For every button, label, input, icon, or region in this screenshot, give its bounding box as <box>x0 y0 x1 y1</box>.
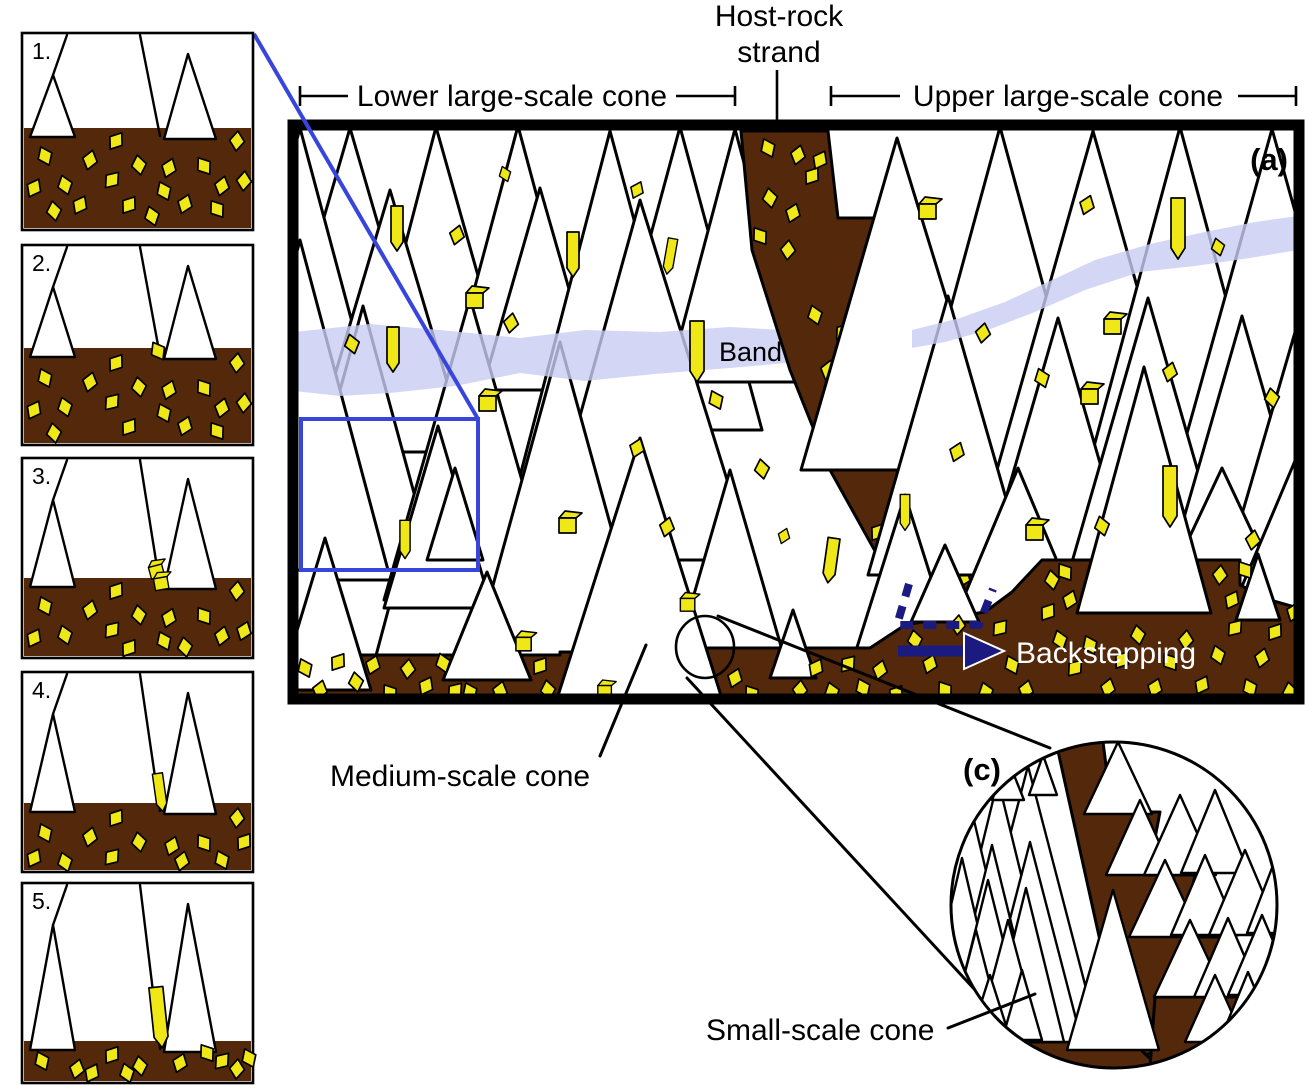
panel-c-label: (c) <box>963 752 1001 787</box>
small-cone-label: Small-scale cone <box>706 1014 934 1047</box>
sequence-step-number: 1. <box>32 38 51 64</box>
backstepping-arrow <box>898 631 1007 671</box>
band-right <box>912 216 1298 348</box>
sequence-panel-4: 4. <box>20 670 257 875</box>
foreground-cones <box>293 365 1282 699</box>
main-panel: Backstepping Band (a) <box>287 119 1305 705</box>
magnifier-connector-line-bottom <box>685 676 990 1006</box>
sequence-step-number: 3. <box>32 463 51 489</box>
upper-cone-bracket: Upper large-scale cone <box>829 80 1298 113</box>
backstepping-dashed-steps <box>891 582 997 629</box>
inset-circle-border <box>949 740 1279 1070</box>
sequence-callout-line <box>252 32 480 421</box>
sequence-inset-rectangle <box>299 417 480 572</box>
medium-cone-leader-line <box>598 643 648 758</box>
sequence-step-number: 5. <box>32 888 51 914</box>
sequence-panel-2: 2. <box>20 243 255 447</box>
backstepping-label: Backstepping <box>1016 637 1196 670</box>
host-rock-strand-label: Host-rock strand <box>715 0 844 148</box>
lower-cone-bracket: Lower large-scale cone <box>298 80 737 113</box>
upper-cone-label: Upper large-scale cone <box>913 80 1223 113</box>
lower-cone-label: Lower large-scale cone <box>357 80 667 113</box>
sequence-panel-5: 5. <box>20 881 261 1085</box>
magnifier-connector-line-top <box>716 614 1052 750</box>
small-cone-leader-line <box>946 992 1037 1030</box>
main-panel-border <box>287 119 1305 705</box>
small-scale-magnifier-circle <box>674 614 736 680</box>
sequence-panel-3: 3. <box>20 456 256 662</box>
band-left <box>294 324 812 396</box>
host-rock-label-line1: Host-rock <box>715 0 844 33</box>
sequence-panel-1: 1. <box>20 31 255 232</box>
sequence-step-number: 2. <box>32 250 51 276</box>
medium-scale-cone <box>555 436 724 699</box>
medium-cone-label: Medium-scale cone <box>330 760 590 793</box>
panel-a-label: (a) <box>1250 142 1288 177</box>
host-rock-label-line2: strand <box>737 36 820 69</box>
band-label: Band <box>719 337 782 367</box>
sequence-step-number: 4. <box>32 677 51 703</box>
